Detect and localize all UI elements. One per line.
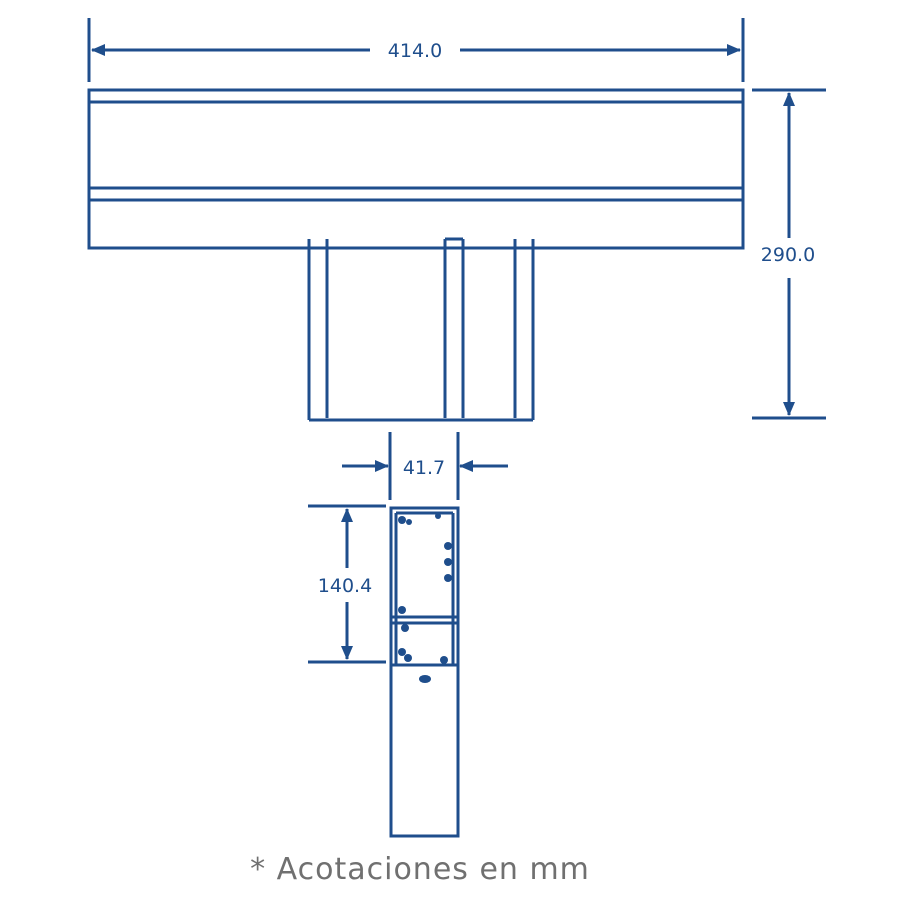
width-label: 414.0 — [388, 40, 442, 62]
height-dimension — [752, 88, 826, 420]
width-dimension — [87, 18, 745, 82]
profile-width-label: 41.7 — [403, 457, 445, 479]
vertical-branch — [307, 237, 535, 422]
profile-height-dimension — [308, 504, 386, 664]
units-note: * Acotaciones en mm — [250, 852, 590, 887]
profile-cross-section — [389, 506, 460, 838]
horizontal-member — [87, 88, 745, 250]
height-label: 290.0 — [761, 244, 815, 266]
profile-width-dimension — [342, 432, 508, 500]
profile-clips — [398, 513, 452, 683]
profile-height-label: 140.4 — [318, 575, 372, 597]
